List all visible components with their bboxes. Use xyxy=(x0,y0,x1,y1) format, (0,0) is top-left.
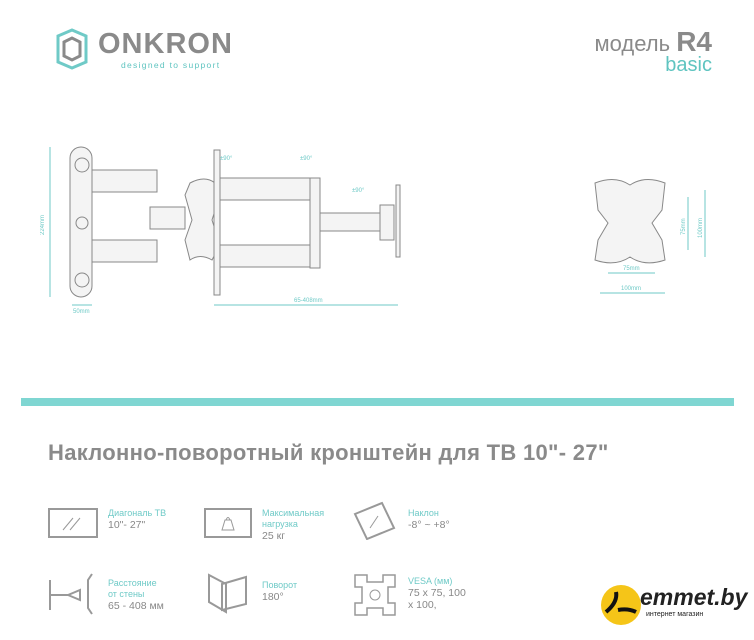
spec-value: 75 x 75, 100 x 100, xyxy=(408,587,466,611)
vesa-100-v-dimension: 100mm xyxy=(698,218,704,238)
store-subtitle: интернет магазин xyxy=(646,611,704,618)
extended-view-drawing xyxy=(213,149,401,296)
wall-distance-icon xyxy=(49,573,93,615)
vesa-icon xyxy=(354,574,396,616)
technical-drawings: 224mm 50mm ±90° ±90° ±90° 65-408mm 75mm … xyxy=(40,146,706,315)
model-variant: basic xyxy=(665,54,712,76)
swivel-label-3: ±90° xyxy=(352,188,365,194)
extension-dimension: 65-408mm xyxy=(294,298,323,304)
vesa-plate-drawing xyxy=(594,179,666,264)
tilt-icon xyxy=(353,501,396,540)
weight-icon xyxy=(204,508,252,538)
spec-vesa: VESA (мм)75 x 75, 100 x 100, xyxy=(352,572,468,618)
height-dimension: 224mm xyxy=(40,215,46,235)
spec-value: 180° xyxy=(262,591,284,603)
vesa-75-dimension: 75mm xyxy=(623,266,640,272)
accent-divider xyxy=(21,398,734,406)
side-view-drawing xyxy=(69,146,221,298)
spec-label: Поворот xyxy=(262,580,298,590)
spec-value: 65 - 408 мм xyxy=(108,600,164,612)
spec-value: -8° ~ +8° xyxy=(408,519,450,531)
vesa-75-v-dimension: 75mm xyxy=(681,218,687,235)
emmet-bee-icon xyxy=(601,585,641,625)
swivel-label-2: ±90° xyxy=(300,156,313,162)
swivel-label-1: ±90° xyxy=(220,156,233,162)
spec-label: VESA (мм) xyxy=(408,576,453,586)
tv-diagonal-icon xyxy=(48,508,98,538)
spec-label: Расстояние от стены xyxy=(108,578,157,599)
model-title: модель R4 xyxy=(595,26,712,58)
depth-dimension: 50mm xyxy=(73,309,90,315)
model-label: модель xyxy=(594,31,671,56)
spec-value: 25 кг xyxy=(262,530,286,542)
spec-label: Наклон xyxy=(408,508,439,518)
vesa-100-dimension: 100mm xyxy=(621,286,641,292)
onkron-logo-icon xyxy=(56,28,88,70)
store-name: emmet.by xyxy=(640,584,748,610)
spec-label: Диагональ ТВ xyxy=(108,508,167,518)
spec-label: Максимальная нагрузка xyxy=(262,508,325,529)
product-title: Наклонно-поворотный кронштейн для ТВ 10"… xyxy=(48,440,609,465)
model-name: R4 xyxy=(676,26,712,57)
brand-tagline: designed to support xyxy=(121,60,221,70)
store-logo[interactable]: emmet.by интернет магазин xyxy=(598,582,748,626)
swivel-icon xyxy=(208,573,247,614)
spec-tilt: Наклон-8° ~ +8° xyxy=(352,500,450,540)
spec-value: 10"- 27" xyxy=(108,519,146,531)
brand-name: ONKRON xyxy=(98,28,233,60)
